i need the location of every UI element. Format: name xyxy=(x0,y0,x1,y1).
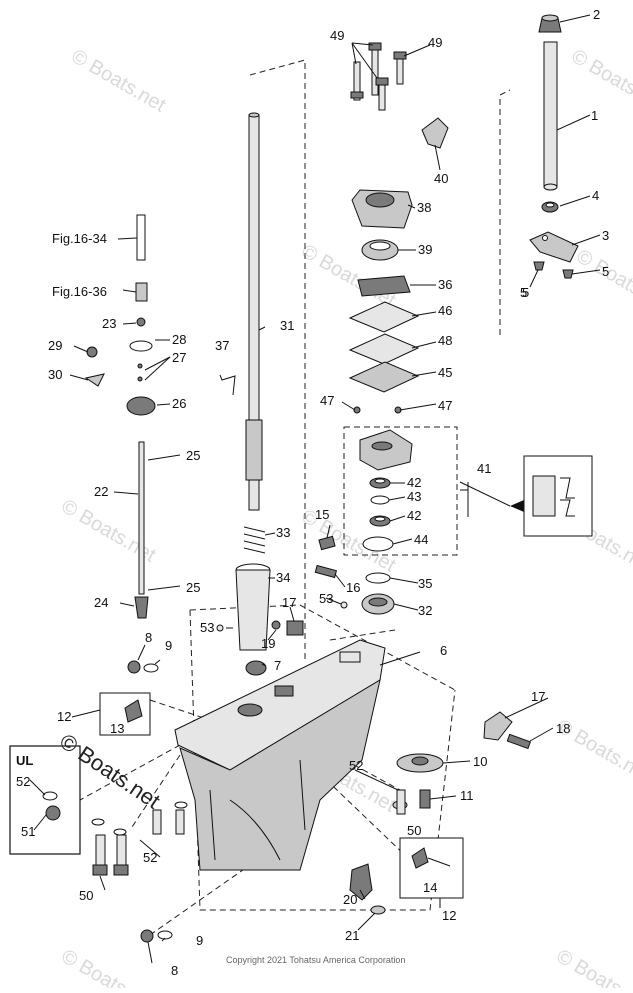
callout: 50 xyxy=(79,888,93,903)
callout: 25 xyxy=(186,580,200,595)
fig-ref: Fig.16-36 xyxy=(52,284,107,299)
callout: 26 xyxy=(172,396,186,411)
water-pipe-group xyxy=(530,15,578,278)
callout: 20 xyxy=(343,892,357,907)
callout: 3 xyxy=(602,228,609,243)
callout: 53 xyxy=(200,620,214,635)
fig-ref: Fig.16-34 xyxy=(52,231,107,246)
callout: 49 xyxy=(330,28,344,43)
callout: 53 xyxy=(319,591,333,606)
callout: 27 xyxy=(172,350,186,365)
callout: 40 xyxy=(434,171,448,186)
callout: 43 xyxy=(407,489,421,504)
callout: 35 xyxy=(418,576,432,591)
callout: 10 xyxy=(473,754,487,769)
callout: 5 xyxy=(522,285,529,300)
callout: 25 xyxy=(186,448,200,463)
callout: 9 xyxy=(196,933,203,948)
callout: 15 xyxy=(315,507,329,522)
callout: 34 xyxy=(276,570,290,585)
callout: 16 xyxy=(346,580,360,595)
callout: 29 xyxy=(48,338,62,353)
callout: 33 xyxy=(276,525,290,540)
callout: 11 xyxy=(460,788,474,803)
callout: 42 xyxy=(407,508,421,523)
callout: 14 xyxy=(423,880,437,895)
watermark: © Boats.net xyxy=(68,45,170,117)
watermark: © Boats.net xyxy=(568,45,633,117)
callout: 31 xyxy=(280,318,294,333)
callout: 18 xyxy=(556,721,570,736)
callout: 30 xyxy=(48,367,62,382)
callout: 39 xyxy=(418,242,432,257)
callout: 1 xyxy=(591,108,598,123)
callout: 19 xyxy=(261,636,275,651)
callout: 45 xyxy=(438,365,452,380)
callout: 42 xyxy=(407,475,421,490)
callout: 4 xyxy=(592,188,599,203)
callout: 17 xyxy=(282,595,296,610)
callout: 44 xyxy=(414,532,428,547)
callout: 9 xyxy=(165,638,172,653)
callout: 12 xyxy=(442,908,456,923)
callout: 46 xyxy=(438,303,452,318)
callout: 21 xyxy=(345,928,359,943)
callout: 7 xyxy=(274,658,281,673)
ul-label: UL xyxy=(16,753,33,768)
callout: 32 xyxy=(418,603,432,618)
callout: 2 xyxy=(593,7,600,22)
water-pump-group xyxy=(350,43,448,614)
callout: 38 xyxy=(417,200,431,215)
watermark: © Boats.net xyxy=(573,245,633,317)
callout: 51 xyxy=(21,824,35,839)
shift-rod-group xyxy=(86,215,235,618)
callout: 28 xyxy=(172,332,186,347)
copyright: Copyright 2021 Tohatsu America Corporati… xyxy=(226,955,405,965)
callout: 41 xyxy=(477,461,491,476)
callout: 13 xyxy=(110,721,124,736)
callout-labels: 2 1 3 4 5 5 6 7 8 8 9 9 10 11 12 12 13 1… xyxy=(16,7,609,978)
callout: 50 xyxy=(407,823,421,838)
watermark: © Boats.net xyxy=(553,945,633,988)
callout: 6 xyxy=(440,643,447,658)
callout: 12 xyxy=(57,709,71,724)
callout: 52 xyxy=(143,850,157,865)
callout: 8 xyxy=(145,630,152,645)
callout: 52 xyxy=(16,774,30,789)
callout: 22 xyxy=(94,484,108,499)
callout: 23 xyxy=(102,316,116,331)
callout: 17 xyxy=(531,689,545,704)
leader-lines xyxy=(30,15,600,963)
callout: 47 xyxy=(438,398,452,413)
callout: 48 xyxy=(438,333,452,348)
callout: 37 xyxy=(215,338,229,353)
callout: 8 xyxy=(171,963,178,978)
callout: 24 xyxy=(94,595,108,610)
callout: 52 xyxy=(349,758,363,773)
callout: 47 xyxy=(320,393,334,408)
watermark: © Boats.net xyxy=(58,945,160,988)
callout: 49 xyxy=(428,35,442,50)
callout: 5 xyxy=(602,264,609,279)
callout: 36 xyxy=(438,277,452,292)
